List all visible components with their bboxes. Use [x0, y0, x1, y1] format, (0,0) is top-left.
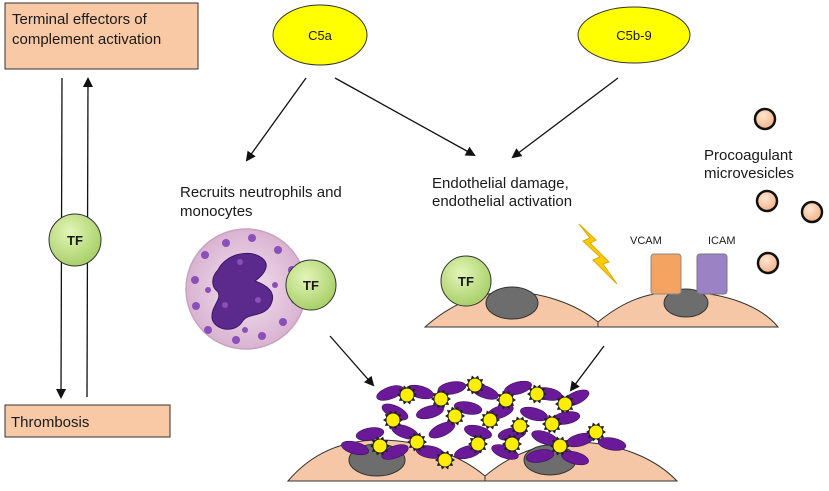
- icam-label: ICAM: [708, 235, 736, 247]
- c5a-label: C5a: [308, 28, 333, 43]
- microvesicles: [753, 107, 824, 275]
- platelet: [397, 385, 417, 405]
- lightning-bolt-icon: [578, 223, 618, 285]
- c5b9-oval: C5b-9: [577, 6, 691, 64]
- tf-label-endothelium: TF: [458, 274, 474, 289]
- arrow-c5a-to-recruits: [245, 77, 307, 162]
- platelet: [407, 432, 427, 452]
- platelet: [468, 434, 488, 454]
- vcam-receptor: [650, 253, 682, 295]
- platelet: [496, 390, 516, 410]
- platelet: [435, 450, 455, 470]
- fibrin-strand: [504, 380, 532, 396]
- microvesicle: [800, 200, 824, 224]
- procoagulant-label-line1: Procoagulant: [704, 147, 793, 164]
- platelet: [370, 436, 390, 456]
- neutrophil-granules: [191, 234, 299, 344]
- vcam-label: VCAM: [630, 235, 662, 247]
- tf-label-left: TF: [67, 233, 83, 248]
- recruits-label-line1: Recruits neutrophils and: [180, 184, 342, 201]
- c5a-oval: C5a: [272, 4, 368, 66]
- tf-label-neutrophil: TF: [303, 278, 319, 293]
- platelet: [586, 422, 606, 442]
- arrow-neutrophil-to-clot: [329, 335, 375, 387]
- arrow-c5a-to-endothelial: [334, 77, 476, 156]
- platelet: [555, 394, 575, 414]
- tf-circle-left: TF: [48, 213, 102, 267]
- microvesicle: [755, 189, 779, 213]
- tf-circle-endothelium: TF: [440, 255, 492, 307]
- endothelial-label-line2: endothelial activation: [432, 193, 572, 210]
- thrombus: [341, 375, 627, 470]
- thrombosis-label: Thrombosis: [11, 414, 89, 431]
- arrow-c5b9-to-endothelial: [511, 77, 619, 159]
- platelet: [542, 414, 562, 434]
- platelet: [510, 416, 530, 436]
- microvesicle: [756, 251, 780, 275]
- platelet: [431, 389, 451, 409]
- icam-receptor: [696, 253, 728, 295]
- fibrin-strand: [520, 406, 548, 422]
- fibrin-strand: [376, 385, 404, 401]
- fibrin-strand: [428, 421, 456, 439]
- platelet: [502, 434, 522, 454]
- platelet: [445, 406, 465, 426]
- tf-circle-neutrophil: TF: [285, 259, 337, 311]
- terminal-effectors-box: Terminal effectors of complement activat…: [4, 2, 199, 70]
- terminal-effectors-label-line2: complement activation: [12, 31, 161, 48]
- platelet: [527, 384, 547, 404]
- c5b9-label: C5b-9: [616, 28, 651, 43]
- recruits-label-line2: monocytes: [180, 203, 253, 220]
- endothelial-label-line1: Endothelial damage,: [432, 175, 569, 192]
- platelet: [480, 410, 500, 430]
- fibrin-strand: [525, 449, 555, 463]
- fibrin-strand: [416, 404, 444, 420]
- terminal-effectors-label-line1: Terminal effectors of: [12, 11, 148, 28]
- procoagulant-label-line2: microvesicles: [704, 165, 794, 182]
- microvesicle: [753, 107, 777, 131]
- endothelial-nucleus: [485, 286, 539, 320]
- fibrin-strand: [597, 437, 627, 451]
- fibrin-strand: [381, 444, 409, 460]
- arrow-endothelium-to-clot: [569, 345, 605, 392]
- endothelial-nucleus: [663, 288, 709, 318]
- platelet: [465, 375, 485, 395]
- fibrin-strand: [561, 450, 589, 466]
- platelet: [383, 410, 403, 430]
- fibrin-strand: [341, 440, 369, 456]
- neutrophil-nucleus: [211, 252, 274, 330]
- thrombosis-box: Thrombosis: [4, 404, 171, 438]
- platelet: [550, 436, 570, 456]
